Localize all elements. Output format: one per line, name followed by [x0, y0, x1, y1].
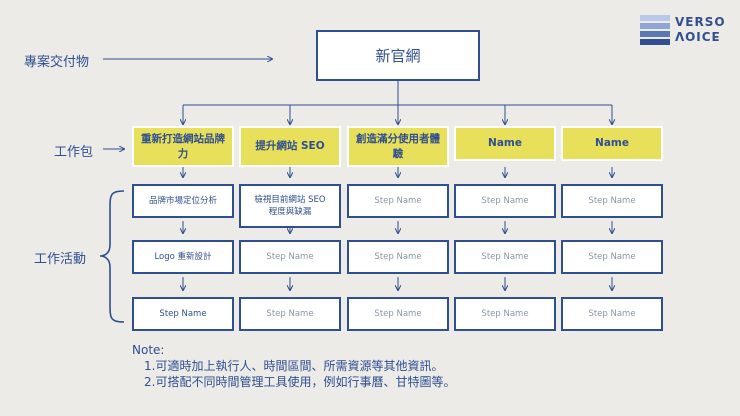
activity-box: Step Name: [239, 240, 341, 274]
activity-box: Step Name: [561, 297, 663, 331]
logo-stripes-icon: [640, 15, 670, 47]
activity-brace: [99, 190, 125, 323]
activity-box: Step Name: [561, 184, 663, 218]
activity-label: Step Name: [481, 309, 529, 319]
activity-label: Step Name: [374, 309, 422, 319]
package-label: Name: [595, 137, 629, 149]
activity-label: Step Name: [588, 252, 636, 262]
work-package-label: 工作包: [54, 145, 94, 160]
logo: VERSO VOICE: [640, 15, 725, 47]
activity-label: Step Name: [481, 196, 529, 206]
activity-label: Step Name: [588, 196, 636, 206]
activity-box: 檢視目前網站 SEO 程度與缺漏: [239, 184, 341, 228]
package-box-4: Name: [454, 126, 556, 161]
root-deliverable-box: 新官網: [316, 30, 480, 81]
activity-label: Step Name: [588, 309, 636, 319]
work-activity-label: 工作活動: [34, 252, 87, 267]
note-block: Note: 1.可適時加上執行人、時間區間、所需資源等其他資訊。 2.可搭配不同…: [132, 342, 592, 390]
activity-label: Step Name: [374, 252, 422, 262]
activity-box: Step Name: [347, 297, 449, 331]
activity-label: Logo 重新設計: [154, 252, 212, 262]
package-box-3: 創造滿分使用者體驗: [347, 126, 449, 167]
package-label: 提升網站 SEO: [255, 140, 325, 152]
package-label: Name: [488, 137, 522, 149]
activity-label: Step Name: [159, 309, 207, 319]
package-label: 創造滿分使用者體驗: [356, 132, 440, 160]
activity-label: 品牌市場定位分析: [148, 196, 217, 206]
note-title: Note:: [132, 343, 165, 357]
activity-label: 檢視目前網站 SEO 程度與缺漏: [254, 195, 326, 217]
activity-box: Step Name: [347, 240, 449, 274]
activity-box: Step Name: [132, 297, 234, 331]
activity-box: Step Name: [454, 297, 556, 331]
package-box-2: 提升網站 SEO: [239, 126, 341, 167]
package-box-1: 重新打造網站品牌力: [132, 126, 234, 167]
note-item: 2.可搭配不同時間管理工具使用，例如行事曆、甘特圖等。: [144, 375, 456, 389]
activity-box: 品牌市場定位分析: [132, 184, 234, 218]
activity-label: Step Name: [266, 309, 314, 319]
activity-label: Step Name: [374, 196, 422, 206]
activity-box: Step Name: [454, 240, 556, 274]
activity-label: Step Name: [481, 252, 529, 262]
package-label: 重新打造網站品牌力: [141, 132, 225, 160]
activity-box: Step Name: [454, 184, 556, 218]
activity-box: Step Name: [347, 184, 449, 218]
activity-box: Step Name: [561, 240, 663, 274]
logo-bottom-word: VOICE: [675, 29, 721, 43]
activity-box: Step Name: [239, 297, 341, 331]
deliverable-label: 專案交付物: [24, 55, 90, 70]
activity-label: Step Name: [266, 252, 314, 262]
logo-top-word: VERSO: [675, 15, 726, 29]
root-label: 新官網: [375, 47, 421, 65]
note-item: 1.可適時加上執行人、時間區間、所需資源等其他資訊。: [144, 359, 444, 373]
package-box-5: Name: [561, 126, 663, 161]
activity-box: Logo 重新設計: [132, 240, 234, 274]
